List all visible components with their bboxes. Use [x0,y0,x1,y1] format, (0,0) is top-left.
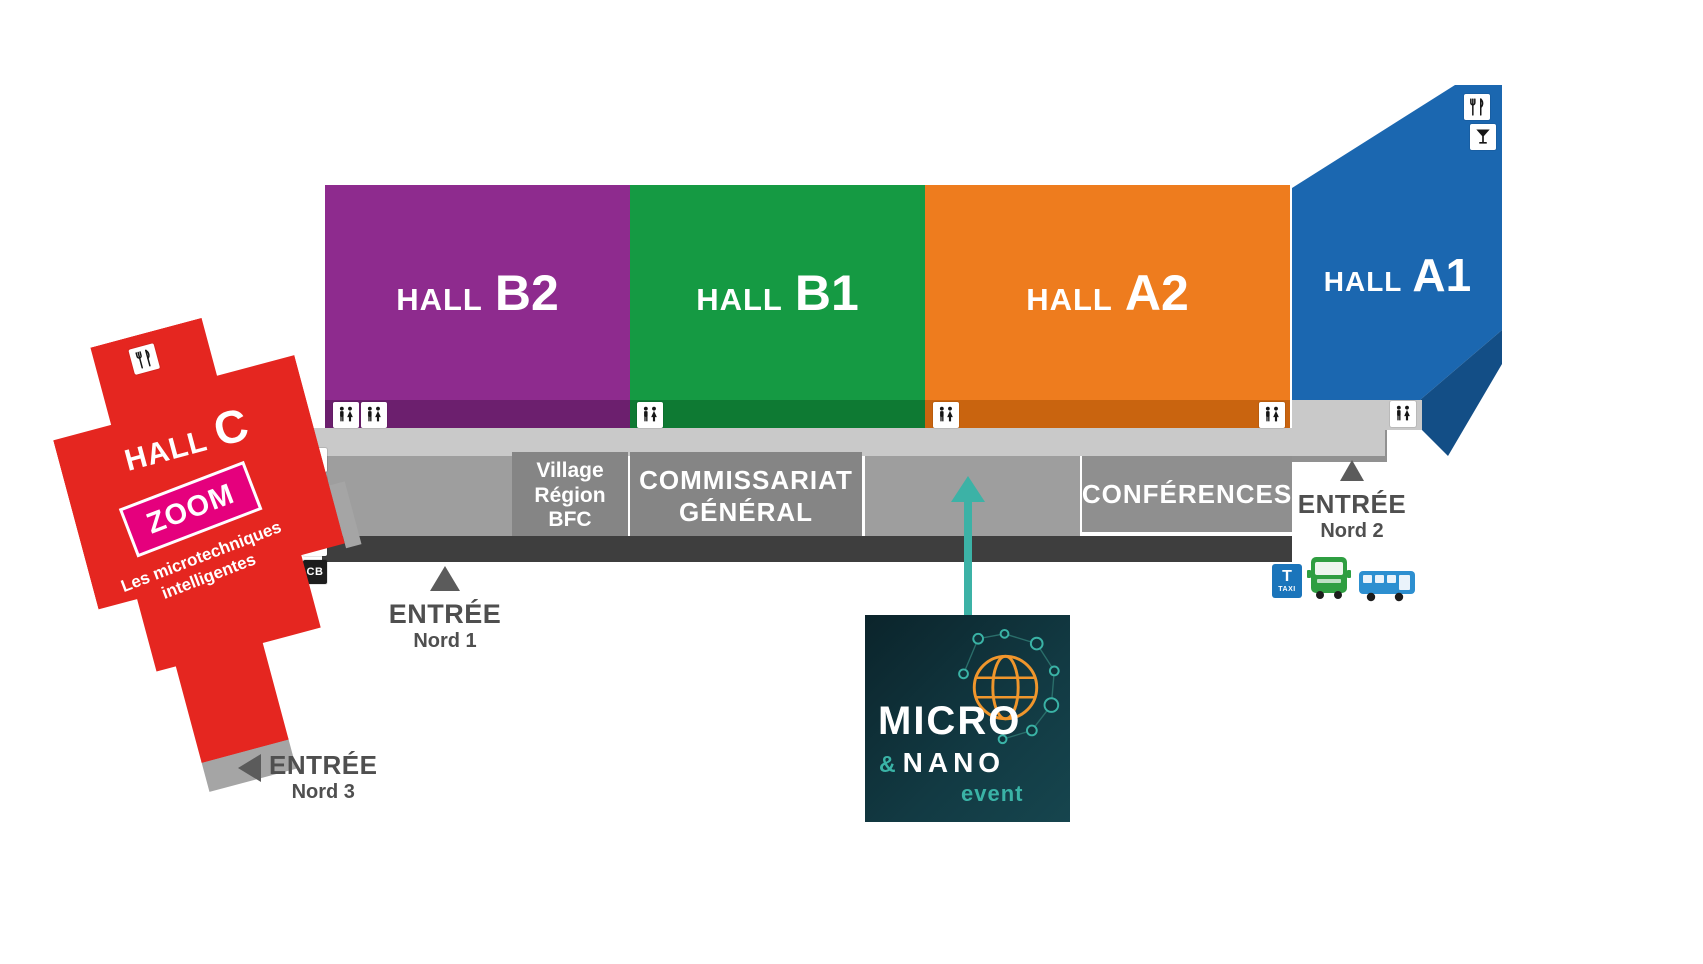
entrance-arrow-icon [238,754,261,782]
hall-c-name: C [207,397,254,457]
restroom-icon [637,402,663,428]
village-region-bfc-area: Village Région BFC [512,452,628,540]
location-arrow-icon [951,476,985,502]
entrance-nord-3-title: ENTRÉE [269,750,378,780]
hall-a2-lower-strip [925,400,1290,430]
commissariat-line2: GÉNÉRAL [678,497,814,527]
entrance-nord-1-title: ENTRÉE [388,599,502,629]
corridor-shadow-strip [322,536,1292,562]
conferences-area: CONFÉRENCES [1082,456,1292,532]
bus-front-icon [1307,557,1351,599]
hall-a2: HALL A2 [925,185,1290,400]
bus-side-icon [1359,571,1415,602]
commissariat-general-area: COMMISSARIAT GÉNÉRAL [630,452,862,540]
village-line2: Région [534,483,606,507]
entrance-nord-2-title: ENTRÉE [1297,489,1407,519]
hall-a2-prefix: HALL [1026,281,1113,317]
hall-c: HALL C ZOOM Les microtechniques intellig… [32,293,415,813]
bar-icon [1470,124,1496,150]
hall-b1-name: B1 [794,264,859,321]
hall-a1-name: A1 [1412,249,1472,301]
restaurant-icon [128,343,161,375]
hall-b2-prefix: HALL [396,281,483,317]
entrance-nord-3-subtitle: Nord 3 [291,781,355,803]
hall-a2-label: HALL A2 [1026,264,1189,322]
hall-b1-prefix: HALL [696,281,783,317]
globe-network-icon [958,628,1060,745]
village-line1: Village [536,458,604,482]
logo-micro-text: MICRO [878,699,1022,743]
hall-a1 [1292,85,1502,456]
restroom-icon [933,402,959,428]
hall-b1: HALL B1 [630,185,925,400]
hall-a2-name: A2 [1124,264,1189,321]
hall-b1-lower-strip [630,400,925,430]
taxi-letter: T [1282,568,1292,585]
conferences-label: CONFÉRENCES [1081,478,1293,509]
entrance-arrow-icon [430,566,460,591]
corridor [255,428,1385,456]
restroom-icon [361,402,387,428]
logo-event-text: event [961,781,1024,806]
taxi-icon: T TAXI [1272,564,1302,598]
hall-b1-label: HALL B1 [696,264,859,322]
hall-b2-name: B2 [494,264,559,321]
commissariat-line1: COMMISSARIAT [639,464,853,495]
restaurant-icon [1464,94,1490,120]
entrance-nord-1-subtitle: Nord 1 [413,630,477,652]
restroom-icon [1259,402,1285,428]
entrance-arrow-icon [1340,460,1364,481]
logo-ampersand: & [879,751,896,777]
restroom-icon [1390,401,1416,427]
entrance-nord-2: ENTRÉE Nord 2 [1297,460,1407,543]
entrance-nord-2-subtitle: Nord 2 [1320,520,1384,542]
logo-nano-row: & NANO [879,747,1005,779]
hall-a1-prefix: HALL [1323,266,1403,297]
taxi-label: TAXI [1278,586,1296,593]
entrance-nord-1: ENTRÉE Nord 1 [385,566,505,653]
entrance-nord-3: ENTRÉE Nord 3 [238,750,377,804]
restroom-icon [333,402,359,428]
hall-b2: HALL B2 [325,185,630,400]
village-line3: BFC [548,508,592,532]
hall-b2-label: HALL B2 [396,264,559,322]
location-arrow-shaft [964,500,972,615]
card-cb-label: CB [306,566,324,578]
micro-nano-event-logo: MICRO & NANO event [865,615,1070,822]
hall-a1-label: HALL A1 [1300,248,1495,302]
logo-nano-text: NANO [902,747,1006,778]
